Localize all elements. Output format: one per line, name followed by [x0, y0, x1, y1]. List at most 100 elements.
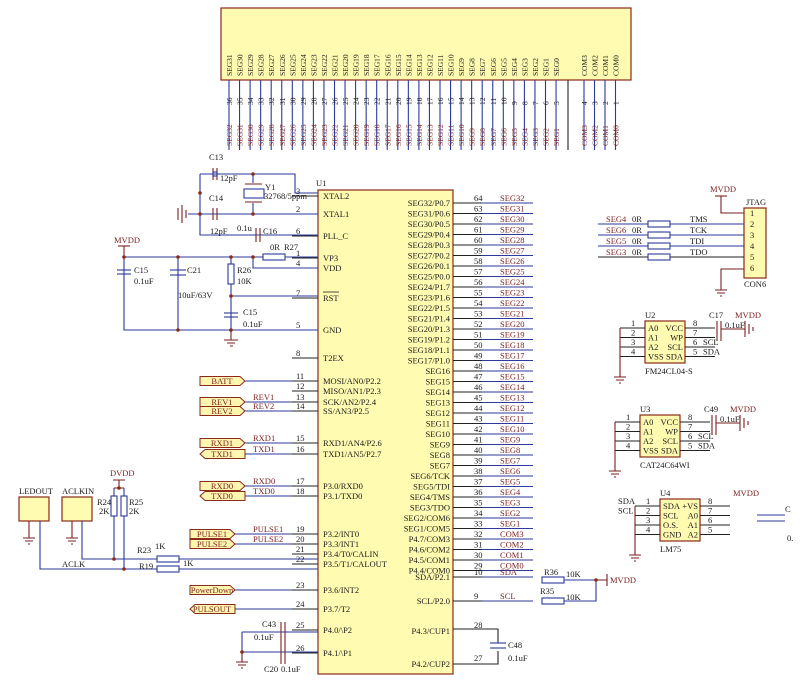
ic-right-pin-number: 6 — [693, 337, 697, 347]
ic-left-pin-number: 1 — [646, 496, 650, 506]
ic-right-pin-name: SCL — [662, 436, 678, 446]
u1-right-pin-name: P4.7/COM3 — [409, 534, 450, 544]
ic-part: FM24CL04-S — [645, 366, 693, 376]
u1-right-pin-number: 49 — [474, 351, 483, 361]
u1-left-pin-name: XTAL2 — [323, 191, 349, 201]
lcd-seg-label: SEG30 — [236, 54, 245, 76]
lcd-body — [220, 7, 632, 81]
lcd-seg-label: SEG17 — [373, 54, 382, 76]
u1-right-net-label: SEG10 — [500, 424, 525, 434]
ic-left-pin-name: A2 — [643, 436, 653, 446]
jtag-input-net: SEG6 — [606, 225, 626, 235]
port-flag-label: RXD1 — [211, 438, 233, 448]
ic-left-pin-name: VSS — [643, 446, 659, 456]
r25-label: R25 — [129, 497, 143, 507]
u1-right-pin-number: 53 — [474, 309, 483, 319]
u1-right-net-label: SEG32 — [500, 193, 525, 203]
port-flag-label: REV2 — [211, 406, 232, 416]
ic-left-pin-number: 4 — [646, 525, 651, 535]
port-flag-label: PULSE1 — [197, 529, 227, 539]
c21-label: C21 — [187, 265, 201, 275]
lcd-seg-label: SEG26 — [278, 54, 287, 76]
u1-right-pin-number: 47 — [474, 372, 483, 382]
u1-right-net-label: SEG11 — [500, 414, 524, 424]
ic-right-pin-name: WP — [670, 333, 683, 343]
u4-cap-label: C — [785, 504, 791, 514]
u1-right-net-label: SEG5 — [500, 477, 520, 487]
lcd-seg-label: SEG15 — [394, 54, 403, 76]
lcd-seg-label: SEG29 — [246, 54, 255, 76]
lcd-seg-net: SEG19 — [362, 124, 371, 146]
jtag-pin-number: 1 — [750, 208, 754, 218]
lcd-seg-net: SEG26 — [288, 124, 297, 146]
lcd-seg-net: SEG27 — [278, 124, 287, 146]
u1-right-pin-number: 51 — [474, 330, 483, 340]
lcd-seg-pin: 16 — [436, 97, 445, 105]
lcd-seg-pin: 24 — [352, 97, 361, 105]
u1-right-pin-number: 40 — [474, 445, 483, 455]
u1-right-pin-number: 59 — [474, 246, 483, 256]
lcd-seg-net: SEG6 — [499, 128, 508, 146]
r35-value: 10K — [566, 592, 582, 602]
ic-net-label: SCL — [703, 337, 719, 347]
c15a-label: C15 — [134, 265, 148, 275]
lcd-seg-label: SEG21 — [331, 54, 340, 76]
u1-left-pin-name: P3.3/INT1 — [323, 539, 359, 549]
ic-left-pin-number: 3 — [646, 515, 650, 525]
u1-right-net-label: SEG23 — [500, 288, 525, 298]
lcd-seg-net: SEG18 — [373, 124, 382, 146]
u1-right-pin-number: 46 — [474, 382, 483, 392]
u1-left-pin-number: 5 — [296, 320, 300, 330]
u1-right-pin-name: SEG27/P0.2 — [408, 251, 450, 261]
lcd-seg-label: SEG12 — [425, 54, 434, 76]
u1-left-pin-name: VP3 — [323, 253, 338, 263]
ic-left-pin-number: 1 — [631, 318, 635, 328]
lcd-seg-pin: 12 — [478, 97, 487, 105]
port-net-label: REV1 — [253, 392, 274, 402]
u1-right-pin-number: 54 — [474, 298, 483, 308]
lcd-seg-net: SEG23 — [320, 124, 329, 146]
port-net-label: PULSE2 — [253, 534, 283, 544]
u1-right-pin-name: SEG13 — [425, 398, 450, 408]
port-flag — [199, 491, 246, 501]
c16-label: C16 — [263, 226, 277, 236]
u1-right-pin-name: SEG7 — [430, 461, 450, 471]
u1-left-pin-name: P3.4/T0/CALIN — [323, 549, 379, 559]
u1-right-pin-number: 55 — [474, 288, 483, 298]
lcd-seg-net: SEG25 — [299, 124, 308, 146]
lcd-seg-net: SEG13 — [425, 124, 434, 146]
jtag-resistor-value: 0R — [632, 214, 642, 224]
jtag-resistor-value: 0R — [632, 225, 642, 235]
ic-left-pin-number: 1 — [626, 412, 630, 422]
lcd-seg-label: SEG6 — [489, 58, 498, 76]
ic-left-pin-name: A0 — [643, 417, 653, 427]
lcd-com-net: COM2 — [591, 125, 600, 146]
lcd-display: SEG3136SEG32SEG3035SEG31SEG2934SEG30SEG2… — [220, 7, 632, 150]
u1-left-pin-name: PLL_C — [323, 231, 348, 241]
ic-right-pin-name: WP — [665, 427, 678, 437]
lcd-com-pin: 1 — [612, 101, 621, 105]
jtag-resistor — [647, 220, 671, 228]
u1-right-pin-number: 27 — [474, 653, 483, 663]
lcd-com-pin: 3 — [591, 101, 600, 105]
u1-right-net-label: SEG4 — [500, 487, 521, 497]
ic-cap-value: 0.1uF — [720, 414, 740, 424]
r27-label: R27 — [284, 242, 298, 252]
u1-left-pin-number: 20 — [296, 534, 305, 544]
u1-body — [317, 189, 454, 675]
u1-left-pin-name: GND — [323, 325, 341, 335]
u1-right-pin-name: SEG12 — [425, 408, 450, 418]
jtag-input-net: SEG4 — [606, 214, 627, 224]
lcd-seg-net: SEG29 — [257, 124, 266, 146]
jtag-resistor-value: 0R — [632, 247, 642, 257]
lcd-seg-pin: 17 — [425, 97, 434, 105]
jtag-resistor — [647, 231, 671, 239]
jtag-pin-number: 5 — [750, 252, 754, 262]
port-flag — [199, 449, 246, 459]
port-net-label: REV2 — [253, 401, 274, 411]
ic-ref: U4 — [660, 488, 671, 498]
u1-right-net-label: COM0 — [500, 561, 524, 571]
u1-left-pin-name: SCK/AN2/P2.4 — [323, 397, 377, 407]
ic-right-pin-number: 6 — [688, 431, 692, 441]
